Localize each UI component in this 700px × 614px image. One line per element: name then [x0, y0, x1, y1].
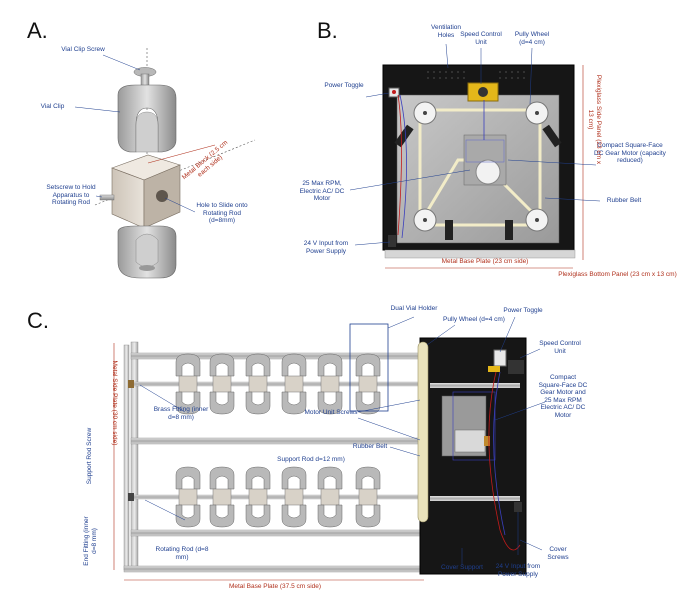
label-hole: Hole to Slide onto Rotating Rod (d=8mm) [196, 202, 248, 224]
label-power-toggle-b: Power Toggle [324, 82, 364, 89]
label-rubber-belt-c: Rubber Belt [352, 443, 388, 450]
label-setscrew: Setscrew to Hold Apparatus to Rotating R… [46, 184, 96, 206]
label-ventilation-holes: Ventilation Holes [431, 24, 461, 39]
label-support-rod-screw: Support Rod Screw [86, 427, 93, 485]
label-rubber-belt-b: Rubber Belt [606, 197, 642, 204]
label-motor-b: 25 Max RPM, Electric AC/ DC Motor [299, 180, 345, 202]
label-dual-vial-holder: Dual Vial Holder [390, 305, 438, 312]
label-brass-fitting: Brass Fitting (inner d=8 mm) [153, 406, 209, 421]
label-pully-wheel-c: Pully Wheel (d=4 cm) [443, 316, 505, 323]
panel-a-letter: A. [27, 18, 48, 43]
label-vial-clip-screw: Vial Clip Screw [61, 46, 105, 53]
label-base-plate-c: Metal Base Plate (37.5 cm side) [228, 583, 322, 590]
label-speed-control-c: Speed Control Unit [539, 340, 581, 355]
label-gear-motor-b: Compact Square-Face DC Gear Motor (capac… [594, 142, 666, 164]
label-metal-side-plate: Metal Side Plate (30 cm side) [111, 360, 118, 446]
label-cover-support: Cover Support [441, 564, 483, 571]
label-end-fitting: End Fitting (inner d=8 mm) [83, 516, 98, 566]
label-compact-motor-c: Compact Square-Face DC Gear Motor and 25… [538, 374, 588, 419]
label-motor-unit-screws: Motor Unit Screws [304, 409, 358, 416]
label-cover-screws: Cover Screws [547, 546, 569, 561]
label-rotating-rod: Rotating Rod (d=8 mm) [155, 546, 209, 561]
panel-b-letter: B. [317, 18, 338, 43]
label-vial-clip: Vial Clip [40, 103, 65, 110]
label-power-toggle-c: Power Toggle [503, 307, 543, 314]
label-base-plate-b: Metal Base Plate (23 cm side) [441, 258, 529, 265]
panel-c-letter: C. [27, 308, 49, 333]
label-support-rod: Support Rod d=12 mm) [277, 456, 345, 463]
label-input-b: 24 V Input from Power Supply [303, 240, 349, 255]
label-speed-control-b: Speed Control Unit [460, 31, 502, 46]
label-pully-wheel-b: Pully Wheel (d=4 cm) [514, 31, 550, 46]
label-bottom-panel-b: Plexiglass Bottom Panel (23 cm x 13 cm) [558, 271, 677, 278]
label-input-c: 24 V Input from Power Supply [495, 563, 541, 578]
